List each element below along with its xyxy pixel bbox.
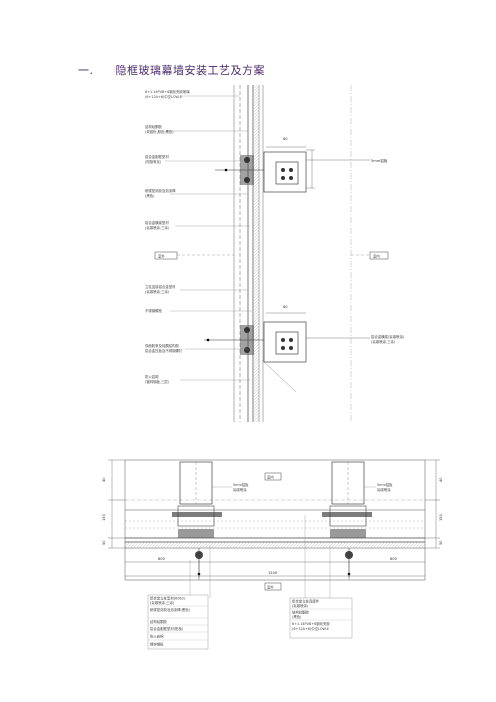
label-left-1: 5mm铝板 bbox=[233, 482, 249, 487]
bn-r-2: (氟碳喷涂) bbox=[292, 603, 309, 608]
note-9a: 防火岩棉 bbox=[145, 374, 159, 379]
dim-bottom-1: 800 bbox=[158, 557, 166, 561]
section-number: 一. bbox=[78, 64, 94, 77]
bn-l-2: (氟碳喷涂,三涂) bbox=[150, 600, 175, 605]
note-9b: (镀锌钢板,三层) bbox=[145, 379, 170, 384]
note-4b: (黑色) bbox=[145, 193, 155, 198]
section-title: 隐框玻璃幕墙安装工艺及方案 bbox=[115, 64, 265, 77]
note-3b: (阳极氧化) bbox=[145, 159, 162, 164]
dim-right-3: 50 bbox=[439, 540, 443, 545]
dim-bottom-3: 800 bbox=[390, 557, 398, 561]
note-3a: 铝合金副框型材 bbox=[145, 154, 169, 159]
bn-r-5: 6+1.14PVB+6钢化夹胶 bbox=[292, 621, 330, 626]
bn-l-3: 耐候密封胶及泡沫棒(黑色) bbox=[150, 607, 191, 612]
top-section-drawing: 60 5mm铝板 60 铝合金横梁(氟碳喷涂) (氟碳喷涂,三涂) 室外 室内 bbox=[154, 85, 405, 422]
note-5b: (氟碳喷涂,三涂) bbox=[145, 225, 170, 230]
top-notes-left: 6+1.14PVB+6钢化夹胶玻璃 (6+12A+6)中空LOW-E 结构硅酮胶… bbox=[145, 89, 190, 384]
note-6a: 立柱连接铝合金型材 bbox=[145, 284, 176, 289]
dim-bottom-2: 1500 bbox=[268, 571, 278, 575]
label-right-1: 5mm铝板 bbox=[377, 482, 393, 487]
note-6b: (氟碳喷涂,三涂) bbox=[145, 289, 170, 294]
note-right-1: 5mm铝板 bbox=[371, 158, 388, 163]
bottom-box-top: 室内 bbox=[267, 475, 274, 480]
bn-r-1: 铝合金立柱连接件 bbox=[292, 599, 320, 604]
note-7a: 不锈钢螺栓 bbox=[145, 308, 163, 313]
bn-l-6: 防火岩棉 bbox=[150, 634, 164, 639]
dim-right-1: 40 bbox=[439, 477, 443, 482]
note-right-2a: 铝合金横梁(氟碳喷涂) bbox=[371, 334, 405, 339]
bottom-notes-right: 铝合金立柱连接件 (氟碳喷涂) 结构硅酮胶 (黑色) 6+1.14PVB+6钢化… bbox=[292, 599, 330, 632]
dim-left-1: 40 bbox=[102, 477, 106, 482]
dim-left-2: 150 bbox=[102, 513, 106, 521]
bn-l-4: 结构硅酮胶 bbox=[150, 619, 168, 624]
note-2a: 结构硅酮胶 bbox=[145, 124, 163, 129]
bn-r-4: (黑色) bbox=[292, 614, 302, 619]
note-1b: (6+12A+6)中空LOW-E bbox=[145, 94, 182, 99]
label-left-2: 氟碳喷涂 bbox=[233, 487, 247, 492]
dim-left-3: 50 bbox=[102, 540, 106, 545]
note-4a: 耐候密封胶及泡沫棒 bbox=[145, 188, 176, 193]
bn-r-6: (6+12A+6)中空LOW-E bbox=[292, 626, 329, 631]
note-right-2b: (氟碳喷涂,三涂) bbox=[371, 339, 396, 344]
dim-right-2: 150 bbox=[439, 513, 443, 521]
note-1a: 6+1.14PVB+6钢化夹胶玻璃 bbox=[145, 89, 190, 94]
bn-l-1: 铝合金立柱型材(6063) bbox=[150, 596, 186, 601]
note-8a: 双面胶条及硅酮结构胶 bbox=[145, 343, 180, 348]
box-right-label: 室内 bbox=[373, 254, 380, 259]
dim-top-1: 60 bbox=[283, 137, 288, 141]
bn-l-5: 铝合金副框型材(阳极) bbox=[150, 626, 184, 631]
bottom-notes-left: 铝合金立柱型材(6063) (氟碳喷涂,三涂) 耐候密封胶及泡沫棒(黑色) 结构… bbox=[150, 596, 191, 647]
note-8b: 铝合金压板及不锈钢螺钉 bbox=[145, 348, 183, 353]
note-2b: (双组份,颜色:黑色) bbox=[145, 129, 174, 134]
section-heading: 一. 隐框玻璃幕墙安装工艺及方案 bbox=[78, 62, 265, 78]
box-left-label: 室外 bbox=[158, 254, 165, 259]
bn-r-3: 结构硅酮胶 bbox=[292, 610, 310, 615]
dim-top-2: 60 bbox=[283, 305, 288, 309]
bottom-section-drawing: 40 150 50 40 150 50 800 1500 800 室内 室外 5… bbox=[102, 459, 443, 650]
bottom-box-bottom: 室外 bbox=[267, 585, 274, 590]
note-5a: 铝合金横梁型材 bbox=[145, 220, 169, 225]
label-right-2: 氟碳喷涂 bbox=[377, 487, 391, 492]
bn-l-7: 镀锌钢板 bbox=[150, 642, 164, 647]
